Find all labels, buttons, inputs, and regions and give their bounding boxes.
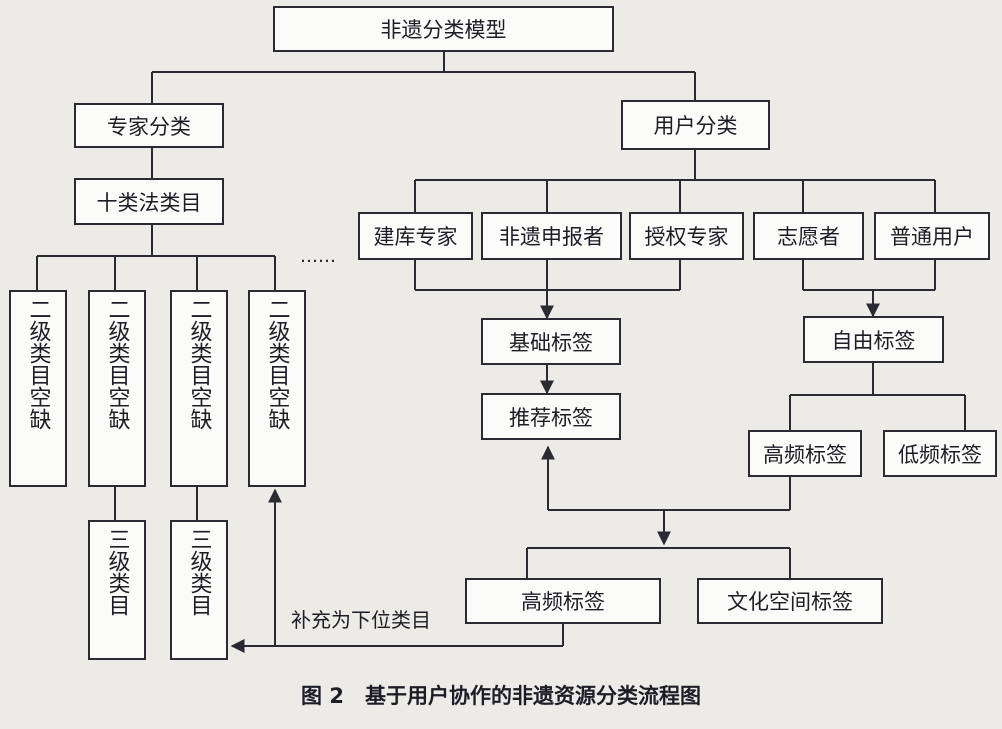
expert-classification-node: 专家分类 (74, 103, 224, 148)
free-tag-node: 自由标签 (803, 316, 944, 363)
secondary-category-vacant-1: 二级类目空缺 (9, 290, 67, 487)
figure-caption: 图 2 基于用户协作的非遗资源分类流程图 (301, 684, 701, 708)
role-volunteer: 志愿者 (753, 212, 864, 260)
secondary-category-label: 二级类目空缺 (25, 298, 51, 430)
secondary-category-label: 二级类目空缺 (264, 298, 290, 430)
secondary-category-vacant-2: 二级类目空缺 (88, 290, 146, 487)
role-authorized-expert: 授权专家 (629, 212, 744, 260)
role-ordinary-user: 普通用户 (874, 212, 990, 260)
tertiary-category-label: 三级类目 (104, 528, 130, 616)
tertiary-category-2: 三级类目 (170, 520, 228, 660)
recommend-tag-node: 推荐标签 (481, 393, 621, 440)
cultural-space-tag-node: 文化空间标签 (697, 578, 883, 624)
secondary-category-label: 二级类目空缺 (104, 298, 130, 430)
supplement-subcategory-label: 补充为下位类目 (291, 608, 431, 632)
secondary-category-vacant-3: 二级类目空缺 (170, 290, 228, 487)
role-heritage-applicant: 非遗申报者 (481, 212, 622, 260)
secondary-category-label: 二级类目空缺 (186, 298, 212, 430)
role-library-expert: 建库专家 (358, 212, 473, 260)
tertiary-category-1: 三级类目 (88, 520, 146, 660)
tertiary-category-label: 三级类目 (186, 528, 212, 616)
ten-class-category-node: 十类法类目 (74, 178, 224, 225)
secondary-category-vacant-4: 二级类目空缺 (248, 290, 306, 487)
root-node: 非遗分类模型 (273, 6, 614, 52)
high-frequency-tag-node: 高频标签 (748, 430, 862, 477)
bottom-high-frequency-tag-node: 高频标签 (465, 578, 661, 624)
user-classification-node: 用户分类 (621, 100, 770, 150)
ellipsis-more-categories: …… (300, 246, 336, 267)
basic-tag-node: 基础标签 (481, 318, 621, 365)
low-frequency-tag-node: 低频标签 (883, 430, 997, 477)
